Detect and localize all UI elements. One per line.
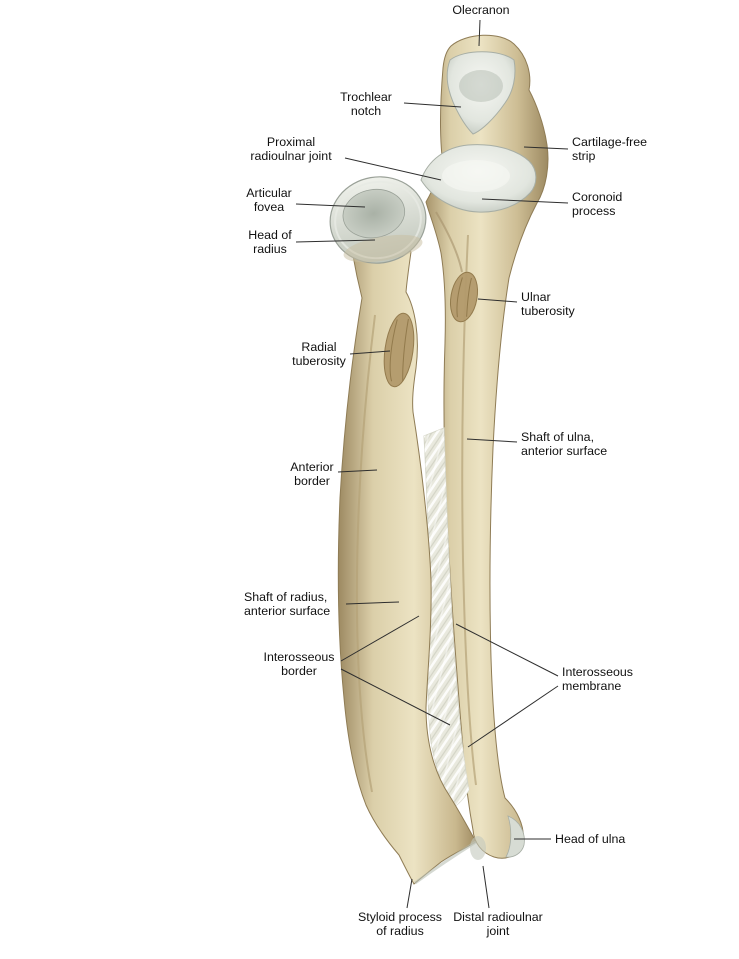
ulna-head-cartilage: [505, 815, 525, 858]
label-cartilage-free-strip: Cartilage-free strip: [572, 135, 648, 163]
leader-cartilage-free-strip: [523, 146, 569, 150]
leader-proximal-radioulnar-joint: [344, 157, 442, 181]
distal-radioulnar-shade: [470, 836, 486, 860]
label-distal-radioulnar-joint: Distal radioulnar joint: [453, 910, 543, 938]
radial-tuberosity-streaks: [389, 318, 409, 382]
leader-shaft-of-ulna: [466, 438, 518, 443]
ulna-shaft-shading: [461, 234, 477, 786]
label-coronoid-process: Coronoid process: [572, 190, 623, 218]
label-proximal-radioulnar-joint: Proximal radioulnar joint: [250, 135, 332, 163]
label-olecranon: Olecranon: [452, 3, 510, 17]
leader-trochlear-notch: [403, 102, 462, 108]
ulnar-tuberosity-streaks: [456, 277, 472, 318]
leader-interosseous-membrane-lower: [467, 685, 559, 748]
label-styloid-process: Styloid process of radius: [357, 910, 443, 938]
leader-anterior-border: [337, 469, 378, 473]
label-head-of-ulna: Head of ulna: [555, 832, 626, 846]
radius-head-lower-shade: [343, 234, 423, 263]
leader-interosseous-border-upper: [340, 615, 420, 662]
trochlear-notch-shadow: [459, 70, 503, 102]
articular-fovea-surface: [342, 188, 406, 239]
leader-interosseous-membrane-upper: [455, 623, 559, 677]
label-shaft-of-ulna: Shaft of ulna, anterior surface: [521, 430, 608, 458]
leader-coronoid-process: [481, 198, 569, 204]
label-articular-fovea: Articular fovea: [246, 186, 292, 214]
leader-interosseous-border-lower: [340, 668, 451, 726]
leader-articular-fovea: [295, 203, 366, 208]
label-trochlear-notch: Trochlear notch: [340, 90, 392, 118]
coronoid-ridge: [435, 211, 463, 273]
leader-head-of-radius: [295, 239, 376, 243]
leader-distal-radioulnar-joint: [482, 865, 490, 909]
leader-shaft-of-radius: [345, 601, 400, 605]
label-radial-tuberosity: Radial tuberosity: [292, 340, 346, 368]
leader-olecranon: [478, 19, 481, 47]
interosseous-membrane-fibers-cross: [424, 428, 469, 809]
label-interosseous-membrane: Interosseous membrane: [562, 665, 633, 693]
leader-ulnar-tuberosity: [477, 298, 518, 303]
leader-radial-tuberosity: [349, 350, 391, 355]
label-head-of-radius: Head of radius: [248, 228, 292, 256]
label-ulnar-tuberosity: Ulnar tuberosity: [521, 290, 575, 318]
trochlear-notch-cartilage: [446, 51, 516, 135]
leader-styloid-process: [406, 878, 413, 909]
label-shaft-of-radius: Shaft of radius, anterior surface: [244, 590, 331, 618]
label-interosseous-border: Interosseous border: [263, 650, 335, 678]
radius-anterior-border-shading: [355, 314, 376, 793]
label-anterior-border: Anterior border: [290, 460, 334, 488]
coronoid-cartilage-highlight: [442, 160, 510, 192]
